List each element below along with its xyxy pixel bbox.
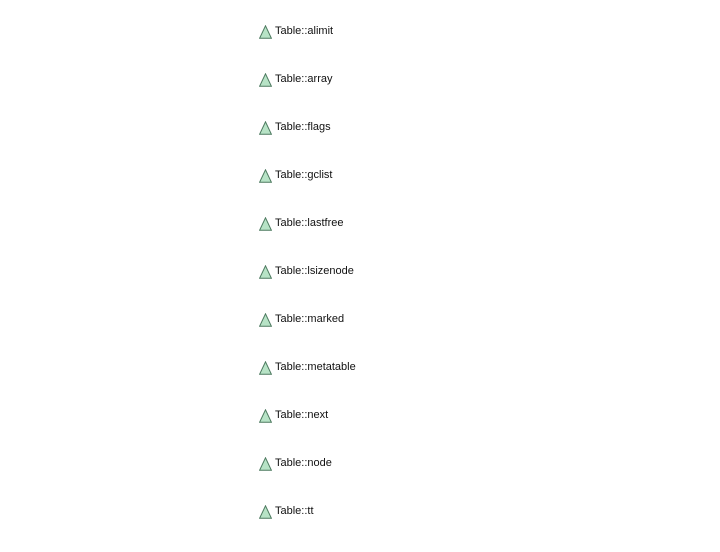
member-item: Table::gclist [259,168,356,216]
member-label: Table::gclist [275,169,333,181]
member-item: Table::lsizenode [259,264,356,312]
member-item: Table::metatable [259,360,356,408]
triangle-icon [259,265,272,279]
triangle-icon [259,361,272,375]
member-item: Table::alimit [259,24,356,72]
member-label: Table::array [275,73,333,85]
triangle-icon [259,121,272,135]
member-label: Table::flags [275,121,331,133]
triangle-icon [259,73,272,87]
member-item: Table::tt [259,504,356,552]
member-label: Table::node [275,457,332,469]
member-item: Table::array [259,72,356,120]
member-label: Table::marked [275,313,345,325]
member-label: Table::tt [275,505,314,517]
member-label: Table::lsizenode [275,265,354,277]
member-item: Table::marked [259,312,356,360]
member-label: Table::next [275,409,329,421]
member-item: Table::node [259,456,356,504]
member-label: Table::lastfree [275,217,344,229]
triangle-icon [259,409,272,423]
triangle-icon [259,217,272,231]
triangle-icon [259,25,272,39]
member-item: Table::next [259,408,356,456]
member-item: Table::flags [259,120,356,168]
triangle-icon [259,169,272,183]
triangle-icon [259,457,272,471]
triangle-icon [259,505,272,519]
member-list: Table::alimit Table::array Table::flags … [259,24,356,552]
triangle-icon [259,313,272,327]
member-label: Table::metatable [275,361,356,373]
member-label: Table::alimit [275,25,334,37]
member-item: Table::lastfree [259,216,356,264]
